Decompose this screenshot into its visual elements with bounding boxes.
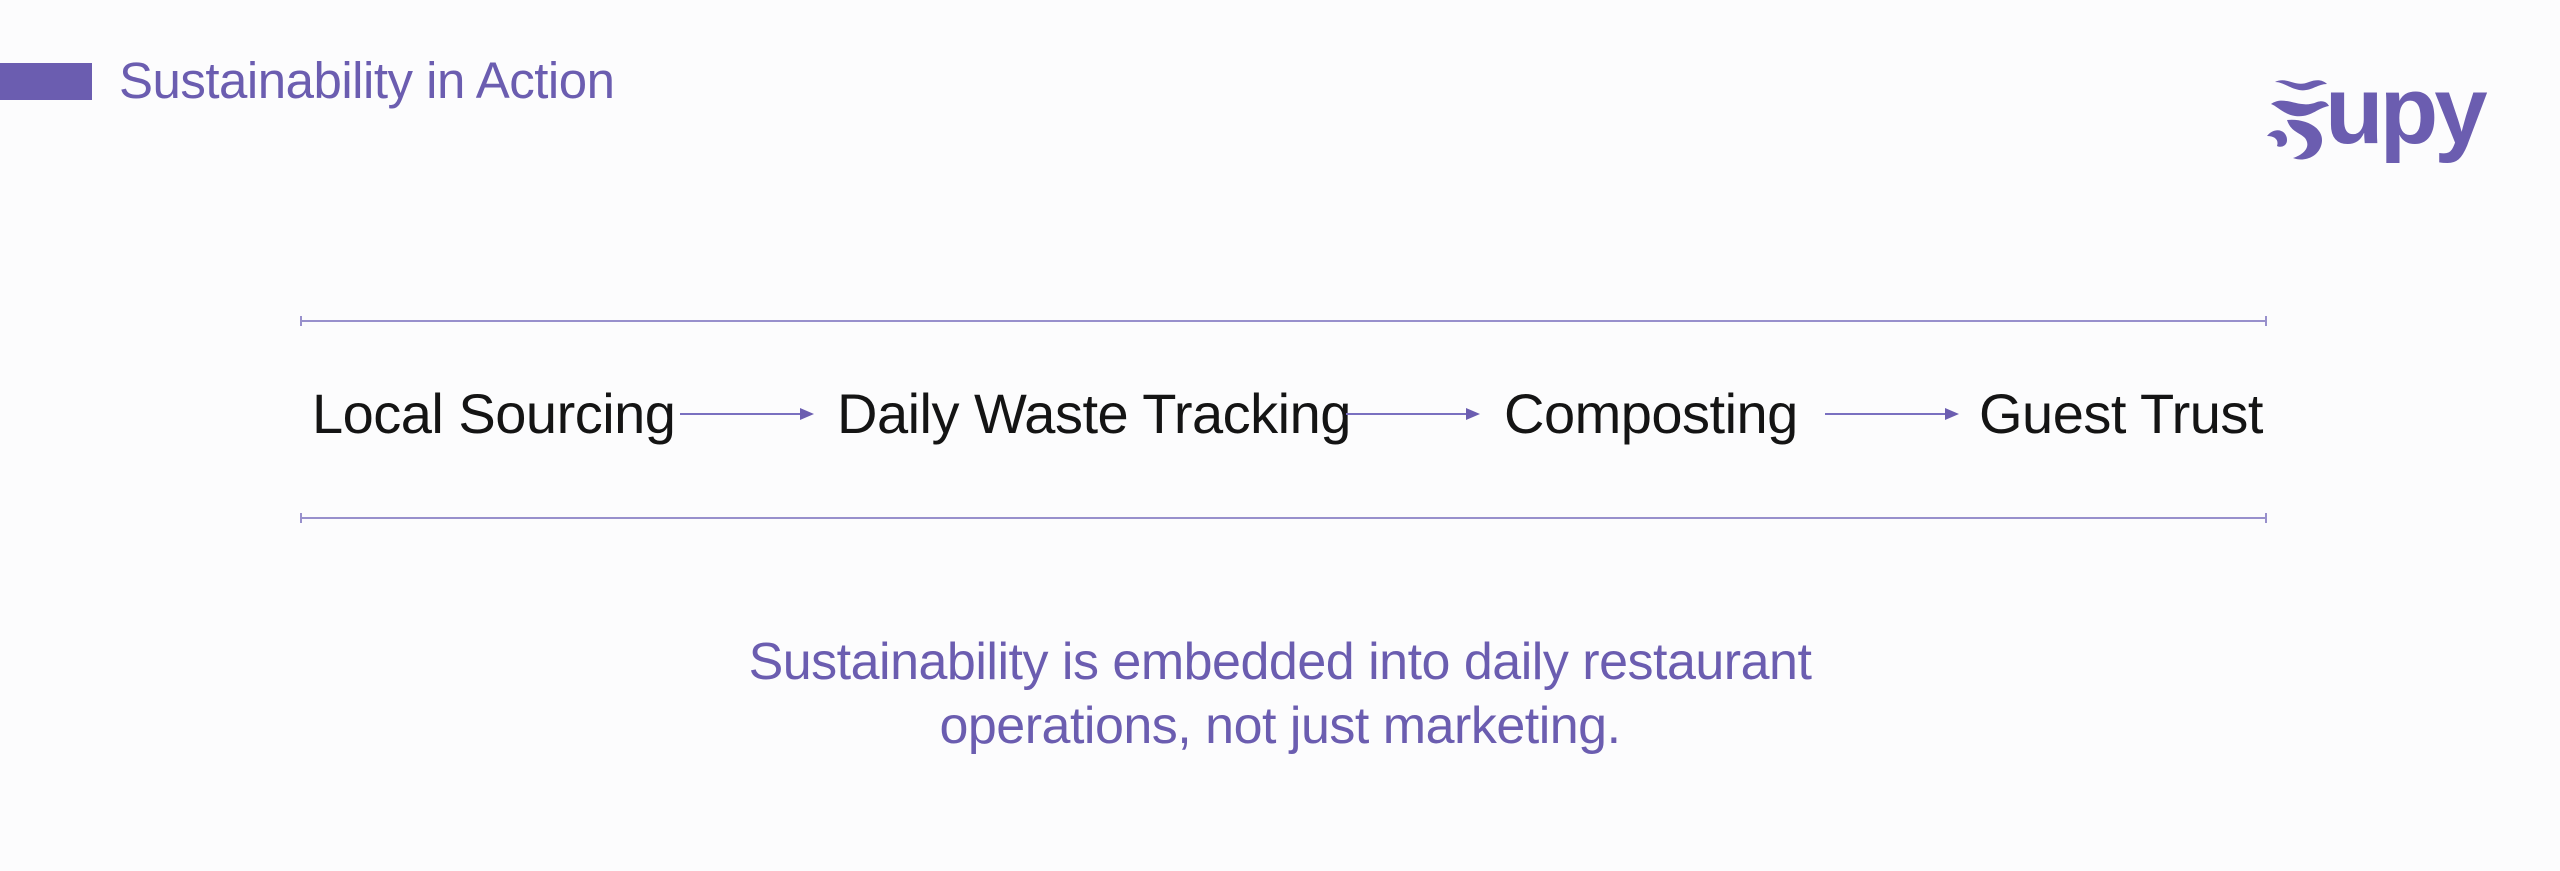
- step-daily-waste-tracking: Daily Waste Tracking: [837, 382, 1351, 445]
- top-divider: [300, 316, 2267, 326]
- arrow-right-icon: [1346, 408, 1480, 420]
- page-title: Sustainability in Action: [119, 52, 615, 109]
- process-flow: Local Sourcing Daily Waste Tracking Comp…: [300, 365, 2267, 465]
- arrow-right-icon: [1825, 408, 1959, 420]
- caption-line-1: Sustainability is embedded into daily re…: [748, 633, 1812, 691]
- logo-wordmark: upy: [2325, 57, 2488, 164]
- bottom-divider: [300, 513, 2267, 523]
- step-guest-trust: Guest Trust: [1979, 382, 2263, 445]
- caption-line-2: operations, not just marketing.: [939, 697, 1621, 755]
- supy-wave-s-mark-icon: [2267, 80, 2329, 160]
- summary-caption: Sustainability is embedded into daily re…: [480, 630, 2080, 758]
- step-composting: Composting: [1504, 382, 1798, 445]
- header-accent-bar: [0, 63, 92, 100]
- step-local-sourcing: Local Sourcing: [312, 382, 676, 445]
- arrow-right-icon: [680, 408, 814, 420]
- supy-logo: upy: [2265, 57, 2495, 165]
